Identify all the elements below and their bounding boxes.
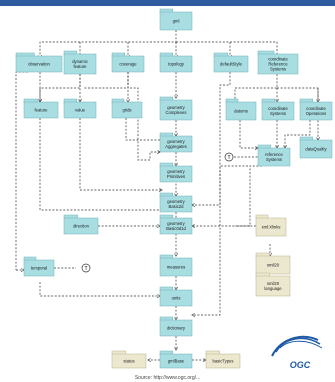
package-label: feature <box>73 64 87 69</box>
package-label: datums <box>234 109 248 114</box>
package-label: geometry <box>167 199 185 204</box>
package-label: coordinate <box>268 106 288 111</box>
package-label: gmlBase <box>168 359 185 364</box>
package-label: Systems <box>270 66 286 71</box>
package-feature: feature <box>23 98 59 119</box>
package-label: smil20 <box>267 263 280 268</box>
package-label: units <box>172 296 181 301</box>
note-marker-1: T <box>224 152 234 162</box>
package-label: value <box>75 108 86 113</box>
package-label: Aggregates <box>165 144 186 149</box>
package-coverage: coverage <box>111 52 145 73</box>
package-label: geometry <box>167 105 185 110</box>
package-default-style: defaultStyle <box>213 52 249 73</box>
package-value: value <box>63 98 97 119</box>
package-label: language <box>264 286 282 291</box>
package-smil20: smil20 <box>255 252 291 275</box>
package-label: measures <box>167 265 185 270</box>
package-label: direction <box>73 224 89 229</box>
package-xml-xlinks: xml:Xlinks <box>255 214 287 237</box>
package-label: feature <box>34 108 48 113</box>
package-units: units <box>159 286 193 307</box>
package-label: dictionary <box>167 326 186 331</box>
package-label: xml:Xlinks <box>262 225 281 230</box>
package-label: coordinate <box>268 57 288 62</box>
package-label: dynamic <box>72 59 88 64</box>
package-label: smil20 <box>267 281 280 286</box>
ogc-logo: OGC <box>271 335 323 370</box>
package-gml: gml <box>159 8 193 31</box>
package-label: temporal <box>31 266 47 271</box>
package-label: reference <box>265 152 283 157</box>
package-basic-types: basicTypes <box>205 350 241 369</box>
package-label: Primitives <box>167 174 185 179</box>
package-label: grids <box>122 108 131 113</box>
dependency-lines <box>15 30 318 360</box>
svg-text:T: T <box>227 155 230 161</box>
package-label: Complexes <box>166 110 187 115</box>
package-observation: observation <box>15 52 63 73</box>
package-measures: measures <box>159 254 193 277</box>
package-topology: topology <box>159 52 193 73</box>
package-label: geometry <box>167 139 185 144</box>
package-label: Operations <box>306 111 326 116</box>
package-label: geometry <box>167 221 185 226</box>
package-label: dataQuality <box>305 147 327 152</box>
package-label: coordinate <box>306 106 326 111</box>
header-band <box>0 0 335 6</box>
footer-source-text: Source: http://www.ogc.org/... <box>134 375 201 381</box>
package-label: topology <box>168 62 185 67</box>
package-label: Reference <box>268 62 288 67</box>
note-marker-2: T <box>81 263 91 273</box>
package-label: Basic2d <box>169 204 185 209</box>
package-direction: direction <box>63 214 99 235</box>
package-label: defaultStyle <box>220 62 243 67</box>
package-status: status <box>111 350 147 369</box>
svg-text:T: T <box>84 266 87 272</box>
package-label: status <box>123 359 134 364</box>
package-label: coverage <box>119 62 137 67</box>
package-dictionary: dictionary <box>159 316 193 337</box>
package-label: Systems <box>266 157 282 162</box>
package-label: gml <box>173 19 180 24</box>
package-grids: grids <box>111 98 143 119</box>
package-label: Systems <box>270 111 286 116</box>
package-datums: datums <box>225 98 257 121</box>
package-label: Basic0d1d <box>166 226 186 231</box>
package-label: geometry <box>167 169 185 174</box>
package-gml-base: gmlBase <box>159 350 193 369</box>
package-label: observation <box>28 62 50 67</box>
package-temporal: temporal <box>23 256 55 277</box>
svg-text:OGC: OGC <box>290 360 311 370</box>
package-data-quality: dataQuality <box>299 136 333 159</box>
package-label: basicTypes <box>213 359 234 364</box>
